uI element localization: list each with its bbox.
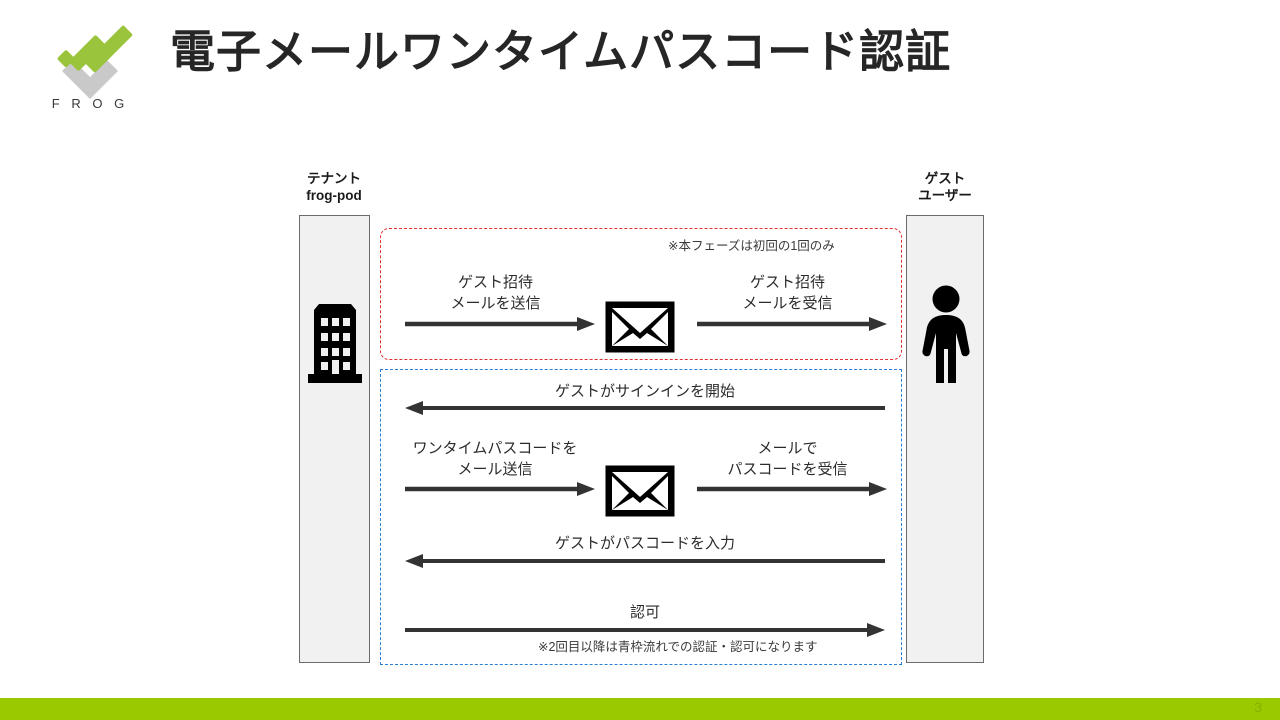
step-label-input-passcode: ゲストがパスコードを入力 xyxy=(554,535,735,552)
arrow-left-svg xyxy=(405,554,885,568)
building-icon xyxy=(305,290,365,395)
lane-header-tenant-line2: frog-pod xyxy=(306,188,362,203)
arrow-signin-start xyxy=(405,400,885,416)
phase-box-signin xyxy=(380,369,902,665)
arrow-right-svg xyxy=(697,317,887,331)
step-label-otp-receive: メールで パスコードを受信 xyxy=(727,440,848,478)
arrow-left-svg xyxy=(405,401,885,415)
page-title: 電子メールワンタイムパスコード認証 xyxy=(170,26,952,77)
logo-chevron-shape xyxy=(62,60,118,99)
logo-bar-long xyxy=(85,25,133,73)
footer-bar xyxy=(0,698,1280,720)
lane-header-tenant-line1: テナント xyxy=(307,171,361,186)
phase-signin-note: ※2回目以降は青枠流れでの認証・認可になります xyxy=(538,640,818,654)
envelope-icon-svg xyxy=(605,301,675,353)
frog-logo-svg xyxy=(57,25,133,99)
building-icon-svg xyxy=(308,304,362,383)
arrow-right-svg xyxy=(405,623,885,637)
phase-invite-note: ※本フェーズは初回の1回のみ xyxy=(668,239,835,253)
arrow-authorize xyxy=(405,622,885,638)
step-label-otp-send: ワンタイムパスコードを メール送信 xyxy=(412,440,578,478)
arrow-otp-receive xyxy=(697,481,887,497)
logo-bar-dot xyxy=(57,50,75,68)
person-icon xyxy=(918,283,974,394)
arrow-invite-send xyxy=(405,316,595,332)
lane-bar-tenant xyxy=(299,215,370,663)
lane-header-guest-line2: ユーザー xyxy=(918,188,972,203)
slide-header: F R O G 電子メールワンタイムパスコード認証 xyxy=(0,0,1280,130)
envelope-icon-svg xyxy=(605,465,675,517)
arrow-right-svg xyxy=(697,482,887,496)
arrow-right-svg xyxy=(405,317,595,331)
envelope-icon xyxy=(604,300,676,359)
person-icon-svg xyxy=(922,285,970,383)
arrow-right-svg xyxy=(405,482,595,496)
step-label-invite-receive: ゲスト招待 メールを受信 xyxy=(742,274,833,312)
lane-header-guest-line1: ゲスト xyxy=(924,171,966,186)
envelope-icon xyxy=(604,464,676,523)
step-label-invite-send: ゲスト招待 メールを送信 xyxy=(450,274,541,312)
phase-box-invite xyxy=(380,228,902,360)
lane-header-tenant: テナント frog-pod xyxy=(274,170,394,204)
lane-header-guest: ゲスト ユーザー xyxy=(885,170,1005,204)
arrow-otp-send xyxy=(405,481,595,497)
frog-logo xyxy=(40,16,140,116)
arrow-invite-receive xyxy=(697,316,887,332)
step-label-authorize: 認可 xyxy=(629,604,660,621)
arrow-input-passcode xyxy=(405,553,885,569)
step-label-signin-start: ゲストがサインインを開始 xyxy=(554,383,735,400)
logo-wordmark: F R O G xyxy=(51,96,129,111)
page-number: 3 xyxy=(1254,699,1262,715)
logo-bar-mid xyxy=(69,35,105,71)
